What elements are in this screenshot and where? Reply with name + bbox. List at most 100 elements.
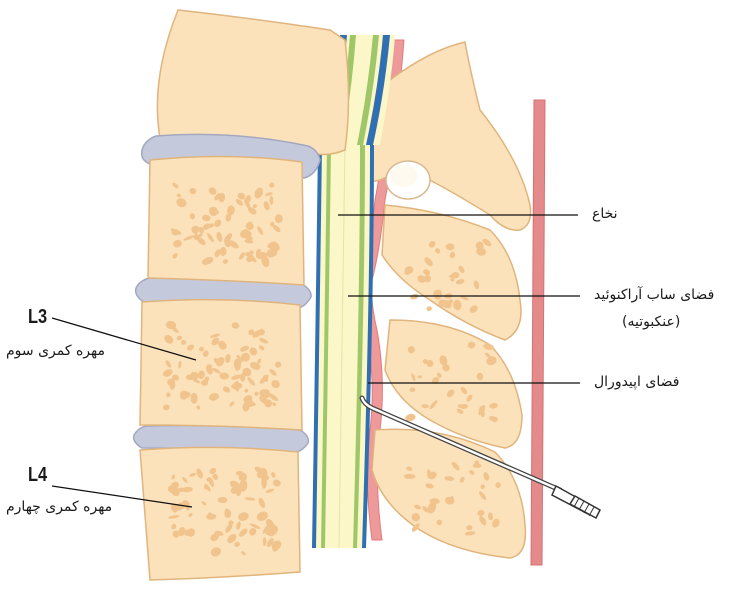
bone-pore xyxy=(411,513,421,522)
ligament-strip xyxy=(530,99,546,566)
bone-pore xyxy=(259,338,269,344)
bone-pore xyxy=(271,472,276,478)
bone-pore xyxy=(176,335,183,341)
bone-pore xyxy=(254,187,264,199)
bone-pore xyxy=(189,187,197,195)
bone-pore xyxy=(450,277,455,282)
bone-pore xyxy=(272,225,281,232)
bone-pore xyxy=(421,404,429,409)
bone-pore xyxy=(450,495,455,502)
bone-pore xyxy=(165,360,172,368)
bone-pore xyxy=(417,375,423,379)
bone-pore xyxy=(216,357,225,367)
bone-pore xyxy=(219,372,229,380)
bone-pore xyxy=(182,476,188,483)
bone-pore xyxy=(172,530,180,538)
bone-pore xyxy=(469,470,475,475)
bone-pore xyxy=(241,352,250,362)
bone-pore xyxy=(170,228,182,235)
bone-pore xyxy=(262,393,270,399)
bone-pore xyxy=(407,346,415,354)
bone-pore xyxy=(170,503,178,513)
bone-pore xyxy=(244,239,254,244)
bone-pore xyxy=(264,399,273,408)
bone-pore xyxy=(269,368,277,376)
bone-pore xyxy=(442,364,450,372)
bone-pore xyxy=(172,253,178,259)
label-subarachnoid-line2: (عنکبوتیه) xyxy=(622,314,681,330)
bone-pore xyxy=(275,361,282,368)
bone-pore xyxy=(208,393,219,401)
bone-pore xyxy=(214,219,222,227)
bone-pore xyxy=(248,329,255,336)
bone-pore xyxy=(459,295,469,301)
bone-pore xyxy=(168,515,180,519)
bone-pore xyxy=(239,345,250,352)
bone-pore xyxy=(225,213,232,222)
bone-pore xyxy=(224,239,232,248)
bone-pore xyxy=(495,482,501,488)
bone-pore xyxy=(231,374,242,380)
bone-pore xyxy=(162,404,170,411)
bone-pore xyxy=(238,512,249,521)
bone-pore xyxy=(218,193,226,203)
bone-pore xyxy=(269,182,275,188)
bone-pore xyxy=(193,234,200,240)
bone-pore xyxy=(210,533,219,542)
bone-pore xyxy=(196,468,204,479)
label-l4-name: مهره کمری چهارم xyxy=(6,499,113,515)
bone-pore xyxy=(198,346,205,352)
bone-pore xyxy=(484,352,491,358)
bone-pore xyxy=(482,238,492,247)
bone-pore xyxy=(445,243,455,251)
bone-pore xyxy=(164,334,174,344)
bone-pore xyxy=(192,379,201,384)
bone-pore xyxy=(240,229,250,239)
bone-pore xyxy=(252,204,257,209)
bone-pore xyxy=(212,473,219,480)
bone-pore xyxy=(435,248,441,254)
bone-pore xyxy=(436,519,443,526)
bone-pore xyxy=(176,198,187,208)
bone-pore xyxy=(216,231,223,242)
bone-pore xyxy=(240,373,246,382)
bone-pore xyxy=(466,525,473,531)
bone-pore xyxy=(186,528,196,537)
bone-pore xyxy=(211,337,220,346)
bone-pore xyxy=(182,486,193,493)
bone-pore xyxy=(237,192,246,200)
bone-pore xyxy=(242,367,252,377)
bone-pore xyxy=(427,502,437,514)
bone-pore xyxy=(249,347,258,356)
bone-pore xyxy=(235,470,243,476)
leader-l4 xyxy=(51,485,193,508)
bone-pore xyxy=(225,523,233,533)
bone-pore xyxy=(249,523,261,529)
bone-pore xyxy=(426,360,434,367)
bone-pore xyxy=(205,364,213,375)
bone-pore xyxy=(431,376,440,385)
bone-pore xyxy=(249,361,261,370)
bone-pore xyxy=(198,226,205,234)
bone-pore xyxy=(233,381,240,389)
bone-pore xyxy=(268,393,279,402)
bone-pore xyxy=(246,398,254,408)
bone-pore xyxy=(225,354,231,363)
bone-pore xyxy=(487,512,494,521)
bone-pore xyxy=(417,275,426,283)
bone-pore xyxy=(439,355,448,366)
bone-pore xyxy=(272,242,280,252)
bone-pore xyxy=(245,195,252,202)
bone-pore xyxy=(406,466,413,471)
bone-pore xyxy=(201,501,207,506)
bone-pore xyxy=(236,521,241,530)
bone-pore xyxy=(202,350,209,357)
bone-pore xyxy=(171,523,177,530)
bone-pore xyxy=(242,485,247,489)
bone-pore xyxy=(189,472,197,477)
bone-pore xyxy=(208,187,217,195)
bone-pore xyxy=(173,239,182,248)
bone-pore xyxy=(425,483,434,489)
bone-pore xyxy=(262,525,269,534)
